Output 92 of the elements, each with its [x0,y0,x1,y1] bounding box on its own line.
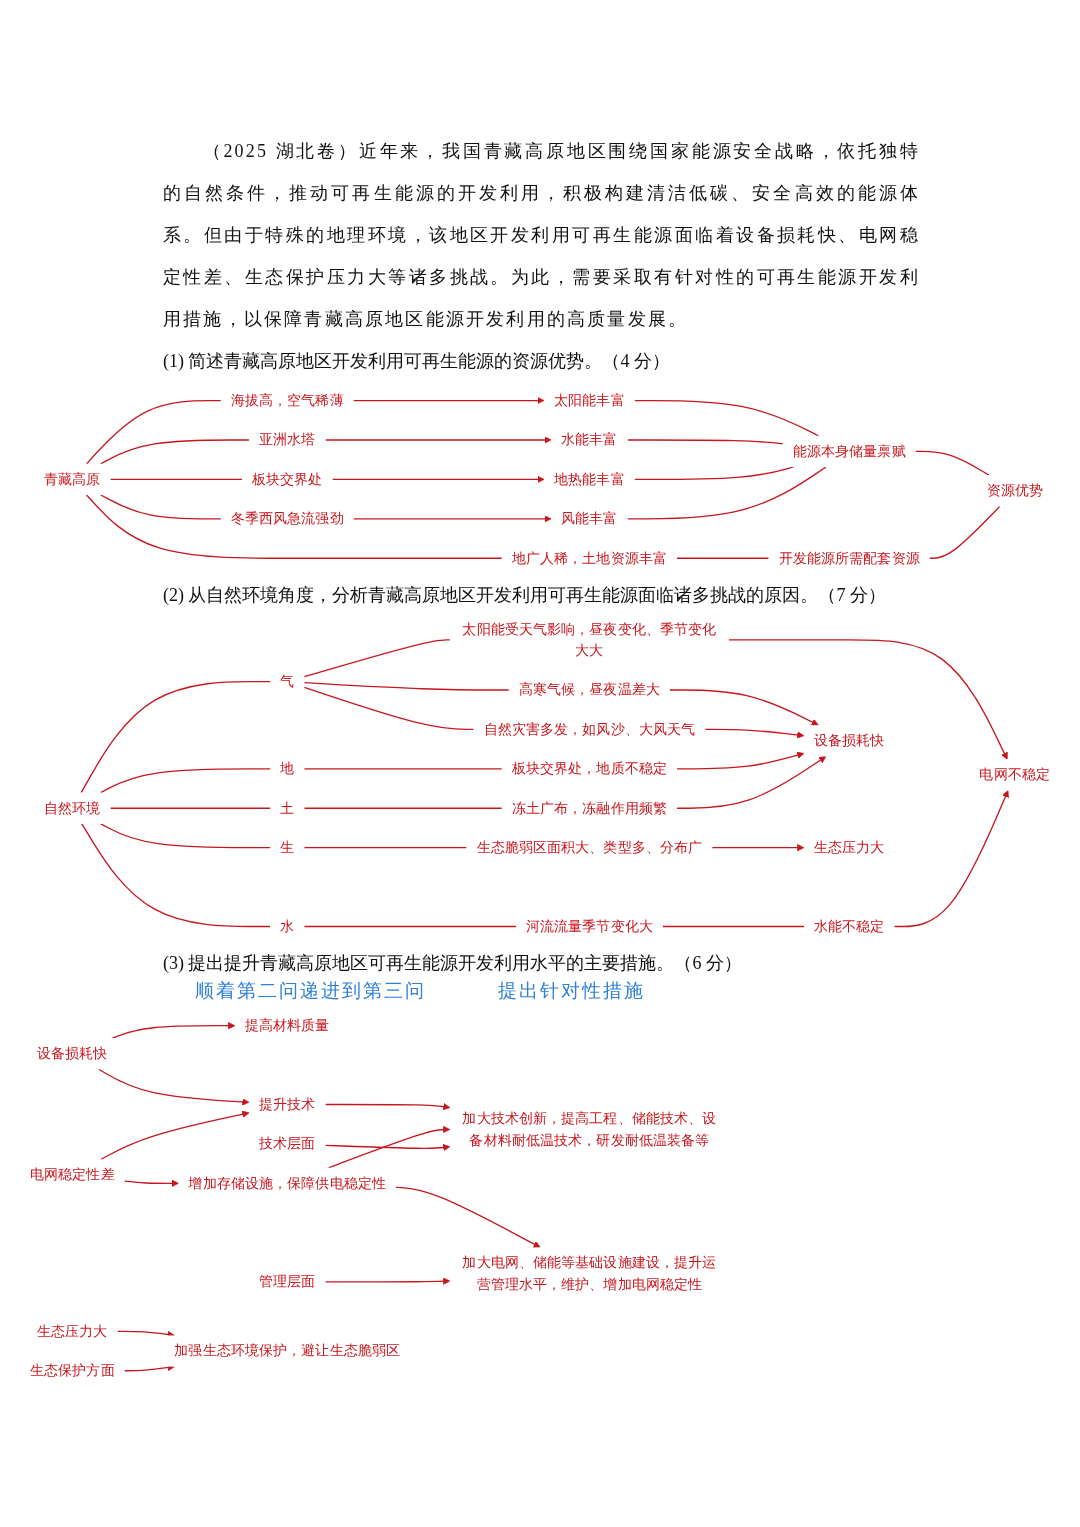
connector [303,925,517,928]
arrow [676,751,805,770]
node-text: 设备损耗快 [813,731,885,749]
node-text: 生态压力大 [37,1322,108,1340]
connector [100,494,222,520]
node-text: 水能不稳定 [813,917,885,935]
node-text: 海拔高，空气稀薄 [230,391,344,409]
node-text: 设备损耗快 [37,1044,108,1062]
node-text: 生态保护方面 [29,1361,115,1379]
arrow [331,475,545,484]
node-text: 太阳能丰富 [554,391,625,409]
arrow [327,1125,451,1169]
node-text: 提高材料质量 [244,1016,330,1034]
node-text: 青藏高原 [44,470,101,488]
question-text: (3) 提出提升青藏高原地区可再生能源开发利用水平的主要措施。（6 分） [163,952,742,976]
node-text: 加大电网、储能等基础设施建设，提升运营管理水平，维护、增加电网稳定性 [462,1254,717,1292]
node-text: 生态压力大 [813,838,885,856]
node-text: 高寒气候，昼夜温差大 [518,681,660,698]
node-text: 加大技术创新，提高工程、储能技术、设备材料耐低温技术，研发耐低温装备等 [462,1110,717,1148]
connector [303,807,503,809]
node-text: 资源优势 [986,481,1043,499]
node-text: 冻土广布，冻融作用频繁 [511,799,667,816]
arrow [111,1022,236,1039]
node-text: 水 [280,917,295,935]
connector [633,466,795,481]
arrow [324,1103,451,1111]
arrow [395,1186,541,1248]
node-text: 水能丰富 [561,431,618,448]
arrow [893,790,1009,928]
connector [81,823,271,928]
connector [100,439,250,465]
arrow [123,1179,179,1187]
connector [303,686,475,731]
node-text: 气 [280,672,295,690]
arrow [324,1143,451,1152]
question-stem-paragraph: （2025 湖北卷）近年来，我国青藏高原地区围绕国家能源安全战略，依托独特的自然条件，推动可再生能源的开发利用，积极构建清洁低碳、安全高效的能源体系。但由于特殊的地理环境，该地区开发利用可再生能源面临着设备损耗快、电网稳定性差、生态保护压力大等诸多挑战。为此，需要采取有针对性的可再生能源开发利用措施，以保障青藏高原地区能源开发利用的高质量发展。 [163,140,920,331]
node-text: 风能丰富 [561,509,618,527]
node-text: 板块交界处，地质不稳定 [511,759,667,777]
node-text: 地 [280,759,295,777]
node-text: 增加存储设施，保障供电稳定性 [188,1174,387,1192]
connector [662,925,805,928]
connector [676,557,770,559]
annotation-note: 顺着第二问递进到第三问 [195,978,426,1004]
annotation-note: 提出针对性措施 [498,978,645,1004]
node-text: 开发能源所需配套资源 [778,549,920,566]
node-text: 电网不稳定 [979,766,1051,783]
arrow [353,396,545,405]
connector [85,494,503,559]
arrow [353,515,552,523]
connector [914,450,990,476]
question-text: (2) 从自然环境角度，分析青藏高原地区开发利用可再生能源面临诸多挑战的原因。（7 分） [163,583,886,607]
node-text: 技术层面 [259,1135,316,1152]
node-text: 生态脆弱区面积大、类型多、分布广 [476,838,703,856]
node-text: 板块交界处 [251,470,323,488]
node-text: 亚洲水塔 [259,431,316,448]
arrow [669,689,819,726]
connector [100,768,271,794]
connector [303,847,468,849]
connector [633,399,820,437]
connector [303,768,503,770]
node-text: 电网稳定性差 [29,1166,115,1183]
connector [100,823,271,849]
node-text: 太阳能受天气影响，昼夜变化、季节变化大大 [462,620,717,659]
node-text: 能源本身储量禀赋 [792,442,906,460]
node-text: 河流流量季节变化大 [525,917,653,935]
arrow [711,844,805,852]
node-text: 地热能丰富 [554,470,625,488]
node-text: 地广人稀，土地资源丰富 [511,549,667,566]
node-text: 生 [280,838,295,856]
arrow [324,436,552,444]
connector [109,807,271,809]
arrow [704,728,805,739]
node-text: 自然灾害多发，如风沙、大风天气 [483,720,696,738]
arrow [676,756,827,809]
node-text: 提升技术 [259,1095,316,1113]
connector [85,399,222,465]
node-text: 土 [280,799,295,816]
node-text: 加强生态环境保护，避让生态脆弱区 [174,1342,401,1359]
connector [626,439,784,445]
connector [80,681,271,794]
connector [626,466,827,520]
connector [109,478,243,481]
connector [303,639,451,678]
node-text: 冬季西风急流强劲 [230,509,344,527]
node-text: 自然环境 [44,799,101,816]
connector [929,505,1001,559]
connector [303,682,510,691]
question-text: (1) 简述青藏高原地区开发利用可再生能源的资源优势。（4 分） [163,350,670,373]
arrow [100,1110,250,1161]
arrow [98,1068,250,1106]
node-text: 管理层面 [259,1273,316,1290]
arrow [324,1277,451,1285]
